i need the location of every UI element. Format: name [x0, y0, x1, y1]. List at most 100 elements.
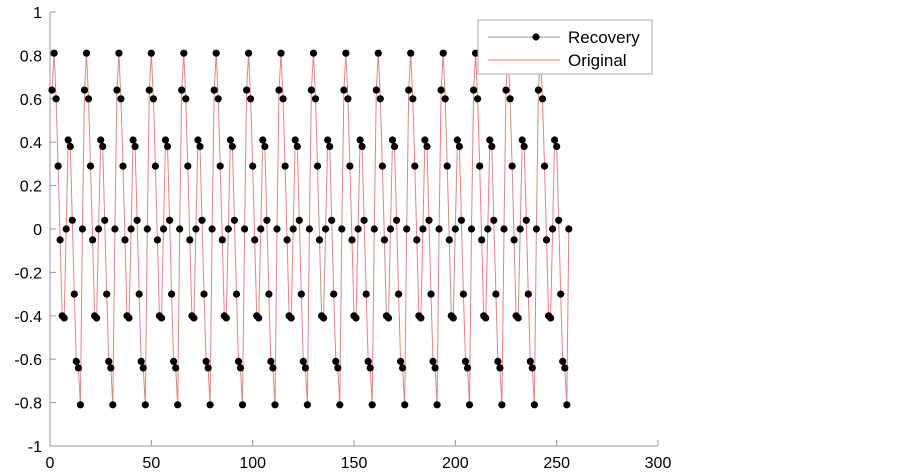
recovery-point	[474, 95, 482, 103]
recovery-point	[143, 225, 151, 233]
recovery-point	[528, 364, 536, 372]
recovery-point	[198, 216, 206, 224]
recovery-point	[170, 357, 178, 365]
recovery-point	[149, 95, 157, 103]
recovery-point	[467, 225, 476, 233]
recovery-point	[358, 142, 366, 151]
recovery-point	[453, 136, 461, 144]
recovery-point	[561, 364, 569, 372]
recovery-point	[249, 162, 257, 170]
legend-recovery-label: Recovery	[568, 28, 640, 47]
recovery-point	[204, 364, 212, 372]
recovery-point	[64, 136, 72, 144]
x-tick-label: 0	[46, 455, 55, 472]
recovery-point	[257, 225, 265, 233]
recovery-point	[397, 357, 405, 365]
recovery-point	[370, 225, 378, 233]
recovery-point	[559, 357, 567, 365]
recovery-point	[273, 225, 281, 233]
recovery-point	[291, 136, 299, 144]
recovery-point	[429, 357, 437, 365]
recovery-point	[236, 364, 245, 372]
recovery-point	[395, 290, 403, 298]
recovery-point	[151, 162, 159, 170]
recovery-point	[255, 314, 263, 322]
recovery-point	[305, 225, 313, 233]
recovery-point	[243, 86, 251, 94]
recovery-point	[76, 401, 84, 409]
recovery-point	[380, 236, 388, 244]
recovery-point	[97, 136, 105, 144]
recovery-point	[360, 216, 368, 224]
recovery-point	[153, 236, 161, 244]
recovery-point	[538, 95, 547, 103]
recovery-point	[384, 314, 393, 322]
recovery-point	[293, 142, 301, 151]
recovery-point	[271, 401, 279, 409]
recovery-point	[50, 49, 58, 57]
recovery-point	[247, 95, 255, 103]
recovery-point	[461, 357, 470, 365]
y-tick-label: -1	[28, 439, 42, 456]
recovery-point	[72, 357, 80, 365]
recovery-point	[330, 290, 338, 298]
recovery-point	[336, 401, 344, 409]
recovery-point	[530, 401, 539, 409]
recovery-point	[206, 401, 214, 409]
recovery-point	[127, 225, 135, 233]
recovery-point	[354, 225, 362, 233]
recovery-point	[109, 401, 117, 409]
y-tick-label: 0.6	[20, 92, 42, 109]
recovery-point	[514, 314, 522, 322]
recovery-point	[557, 290, 565, 298]
x-tick-label: 50	[142, 455, 160, 472]
recovery-point	[56, 236, 64, 244]
recovery-point	[218, 236, 226, 244]
recovery-point	[472, 49, 480, 57]
recovery-point	[166, 216, 174, 224]
recovery-point	[180, 49, 188, 57]
recovery-point	[234, 357, 243, 365]
recovery-point	[524, 290, 532, 298]
legend: Recovery Original	[477, 19, 653, 75]
recovery-point	[443, 162, 451, 170]
recovery-point	[342, 49, 350, 57]
recovery-point	[89, 236, 97, 244]
recovery-point	[328, 216, 336, 224]
recovery-point	[52, 95, 60, 103]
recovery-point	[275, 86, 283, 94]
recovery-point	[368, 401, 376, 409]
recovery-point	[245, 49, 253, 57]
recovery-point	[563, 401, 571, 409]
recovery-point	[510, 236, 518, 244]
recovery-point	[320, 314, 328, 322]
recovery-point	[311, 95, 320, 103]
recovery-point	[62, 225, 70, 233]
recovery-point	[435, 225, 443, 233]
recovery-point	[125, 314, 133, 322]
recovery-point	[411, 162, 419, 170]
y-tick-label: 0.8	[20, 48, 42, 65]
recovery-point	[82, 49, 91, 57]
recovery-point	[159, 225, 168, 233]
recovery-point	[145, 86, 153, 94]
recovery-point	[376, 95, 384, 103]
recovery-point	[366, 364, 374, 372]
recovery-point	[494, 357, 502, 365]
recovery-point	[289, 225, 297, 233]
recovery-point	[135, 290, 143, 298]
recovery-point	[390, 142, 399, 151]
recovery-point	[457, 216, 465, 224]
recovery-point	[60, 314, 68, 322]
recovery-point	[70, 290, 78, 298]
recovery-point	[407, 49, 415, 57]
recovery-point	[113, 86, 121, 94]
recovery-point	[551, 136, 559, 144]
recovery-point	[141, 401, 149, 409]
recovery-line	[51, 53, 570, 405]
recovery-point	[263, 216, 271, 224]
recovery-point	[364, 357, 372, 365]
recovery-point	[84, 95, 93, 103]
